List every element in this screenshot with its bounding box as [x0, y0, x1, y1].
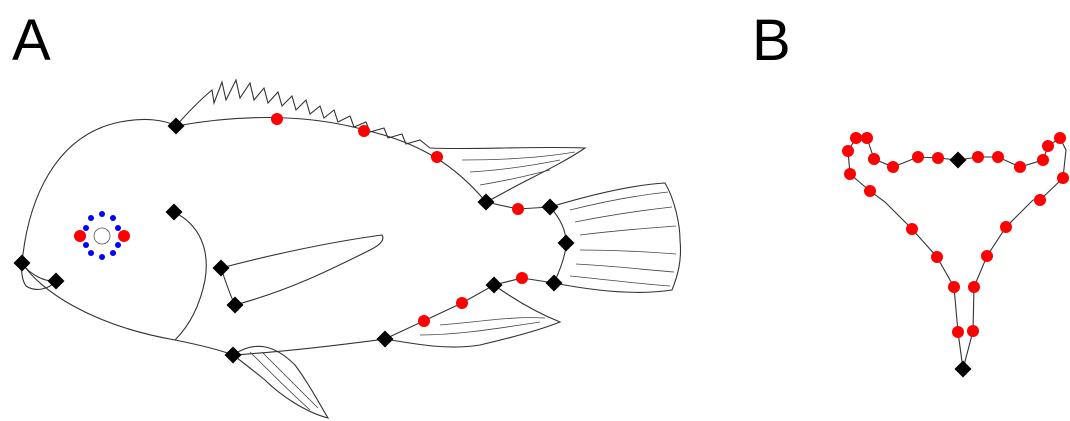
- fish-outline: [21, 78, 682, 419]
- sliding-semilandmark: [968, 281, 980, 293]
- eye-semilandmark: [83, 225, 89, 231]
- sliding-semilandmark: [868, 153, 880, 165]
- sliding-semilandmark: [456, 297, 468, 309]
- eye-semilandmark: [83, 242, 89, 248]
- eye-semilandmark: [99, 254, 105, 260]
- eye-semilandmark: [115, 242, 121, 248]
- sliding-semilandmark: [418, 315, 430, 327]
- fixed-landmark: [224, 346, 242, 364]
- sliding-semilandmark: [512, 203, 524, 215]
- sliding-semilandmark: [1037, 154, 1049, 166]
- sliding-semilandmark: [1014, 161, 1026, 173]
- fish-caudal-fin-rays: [569, 191, 677, 287]
- eye-semilandmark: [88, 250, 94, 256]
- sliding-semilandmark: [931, 251, 943, 263]
- sliding-semilandmark: [1057, 172, 1069, 184]
- eye-semilandmark: [110, 215, 116, 221]
- eye-semilandmark: [115, 225, 121, 231]
- eye-semilandmark: [99, 211, 105, 217]
- fish-dorsal-fin: [175, 78, 587, 203]
- fish-anal-fin-rays: [419, 317, 546, 336]
- fish-mouth-outline: [21, 262, 58, 290]
- sliding-semilandmark: [887, 161, 899, 173]
- sliding-semilandmark: [516, 272, 528, 284]
- fish-operculum-outline: [173, 211, 207, 341]
- sliding-semilandmark: [850, 132, 862, 144]
- panel-b-label: B: [752, 8, 791, 73]
- sliding-semilandmark: [844, 168, 856, 180]
- sliding-semilandmark: [967, 325, 979, 337]
- fixed-landmark: [47, 272, 65, 290]
- fish-dorsal-fin-rays: [461, 151, 576, 186]
- fixed-landmark: [949, 151, 967, 169]
- sliding-semilandmark: [271, 113, 283, 125]
- sliding-semilandmark: [932, 152, 944, 164]
- fixed-landmark: [165, 203, 183, 221]
- sliding-semilandmark: [948, 281, 960, 293]
- sliding-semilandmark: [981, 250, 993, 262]
- fish-pelvic-fin-rays: [249, 351, 319, 411]
- sliding-semilandmark: [1034, 194, 1046, 206]
- fixed-landmark: [13, 254, 31, 272]
- fixed-landmark: [477, 193, 495, 211]
- panel-b-fixed-landmarks: [949, 151, 972, 378]
- panel-a-label: A: [12, 8, 51, 73]
- fish-caudal-fin: [549, 182, 682, 293]
- sliding-semilandmark: [992, 151, 1004, 163]
- sliding-semilandmark: [1042, 140, 1054, 152]
- sliding-semilandmark: [1054, 132, 1066, 144]
- sliding-semilandmark: [358, 125, 370, 137]
- eye-semilandmark: [110, 250, 116, 256]
- fixed-landmark: [226, 296, 244, 314]
- fish-eye-pupil: [93, 227, 111, 245]
- fixed-landmark: [212, 259, 230, 277]
- eye-ring-semilandmarks: [83, 211, 121, 260]
- fixed-landmark: [954, 360, 972, 378]
- sliding-semilandmark: [1000, 221, 1012, 233]
- fixed-landmark: [557, 234, 575, 252]
- fish-anal-fin: [384, 284, 562, 348]
- fish-fixed-landmarks: [13, 117, 575, 364]
- eye-semilandmark: [88, 215, 94, 221]
- sliding-semilandmark: [842, 145, 854, 157]
- fixed-landmark: [545, 274, 563, 292]
- fish-pelvic-fin: [232, 345, 330, 419]
- eye-landmark: [74, 230, 86, 242]
- sliding-semilandmark: [972, 151, 984, 163]
- fixed-landmark: [485, 276, 503, 294]
- fish-pectoral-fin: [220, 234, 384, 306]
- fish-body-outline: [21, 116, 555, 356]
- sliding-semilandmark: [912, 151, 924, 163]
- sliding-semilandmark: [431, 151, 443, 163]
- fixed-landmark: [541, 198, 559, 216]
- panel-b-sliding-semilandmarks: [842, 132, 1069, 338]
- eye-landmark: [118, 230, 130, 242]
- sliding-semilandmark: [861, 132, 873, 144]
- fish-sliding-semilandmarks: [74, 113, 528, 327]
- sliding-semilandmark: [864, 185, 876, 197]
- fixed-landmark: [376, 330, 394, 348]
- sliding-semilandmark: [952, 326, 964, 338]
- sliding-semilandmark: [906, 223, 918, 235]
